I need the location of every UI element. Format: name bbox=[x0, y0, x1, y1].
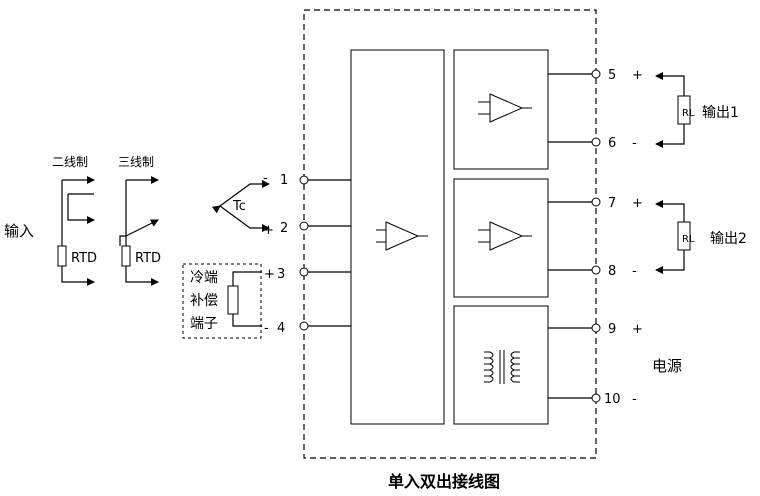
cold-junction-compensation: 冷端 补偿 端子 + - bbox=[182, 263, 275, 339]
cjc-resistor-icon bbox=[227, 285, 239, 315]
rtd-label-2: RTD bbox=[135, 251, 161, 266]
rtd-label: RTD bbox=[71, 251, 97, 266]
input-terminals bbox=[299, 175, 351, 331]
pin7-sign: + bbox=[632, 196, 643, 211]
output-terminals bbox=[548, 69, 601, 403]
load2-rl: RL bbox=[682, 234, 695, 245]
pin-6: 6 bbox=[608, 136, 616, 151]
cold-junction-line2: 补偿 bbox=[190, 293, 218, 309]
output2-amplifier-icon bbox=[478, 221, 532, 251]
pin8-sign: - bbox=[632, 264, 637, 279]
pin5-sign: + bbox=[632, 68, 643, 83]
pin-10: 10 bbox=[604, 392, 621, 407]
pin1-sign: - bbox=[263, 171, 268, 186]
pin6-sign: - bbox=[632, 136, 637, 151]
pin-2: 2 bbox=[280, 221, 288, 236]
power-label: 电源 bbox=[652, 357, 682, 375]
input-amplifier-icon bbox=[376, 221, 428, 251]
input-label: 输入 bbox=[4, 222, 34, 240]
three-wire-rtd: 三线制 RTD bbox=[118, 155, 161, 286]
output2-label: 输出2 bbox=[710, 231, 747, 247]
tc-label: Tc bbox=[232, 199, 246, 214]
rtd-resistor-icon-2 bbox=[121, 245, 131, 267]
output2-block bbox=[453, 178, 549, 298]
cold-junction-box bbox=[182, 263, 262, 339]
output1-label: 输出1 bbox=[702, 105, 739, 121]
power-block bbox=[453, 305, 549, 425]
load1: RL 输出1 bbox=[655, 72, 739, 148]
pin-8: 8 bbox=[608, 264, 616, 279]
module-enclosure bbox=[303, 9, 597, 459]
three-wire-label: 三线制 bbox=[118, 155, 154, 169]
transformer-icon bbox=[484, 350, 520, 384]
cold-junction-line1: 冷端 bbox=[190, 270, 218, 286]
pin-1: 1 bbox=[280, 173, 288, 188]
pin-4: 4 bbox=[277, 321, 285, 336]
rtd-resistor-icon bbox=[57, 245, 67, 267]
two-wire-rtd: 二线制 RTD bbox=[52, 155, 97, 286]
output1-amplifier-icon bbox=[478, 93, 532, 123]
pin3-sign: + bbox=[264, 267, 275, 282]
diagram-caption: 单入双出接线图 bbox=[388, 472, 500, 491]
pin2-sign: + bbox=[263, 223, 274, 238]
pin9-sign: + bbox=[632, 322, 643, 337]
output1-block bbox=[453, 49, 549, 170]
pin-5: 5 bbox=[608, 68, 616, 83]
load1-rl: RL bbox=[682, 108, 695, 119]
load2: RL 输出2 bbox=[655, 200, 747, 274]
pin4-sign: - bbox=[264, 321, 269, 336]
pin-3: 3 bbox=[277, 267, 285, 282]
pin-9: 9 bbox=[608, 322, 616, 337]
pin-7: 7 bbox=[608, 196, 616, 211]
cold-junction-line3: 端子 bbox=[190, 316, 218, 332]
input-amplifier-block bbox=[350, 49, 445, 425]
thermocouple: Tc - + bbox=[211, 171, 274, 238]
two-wire-label: 二线制 bbox=[52, 155, 88, 169]
pin10-sign: - bbox=[632, 392, 637, 407]
